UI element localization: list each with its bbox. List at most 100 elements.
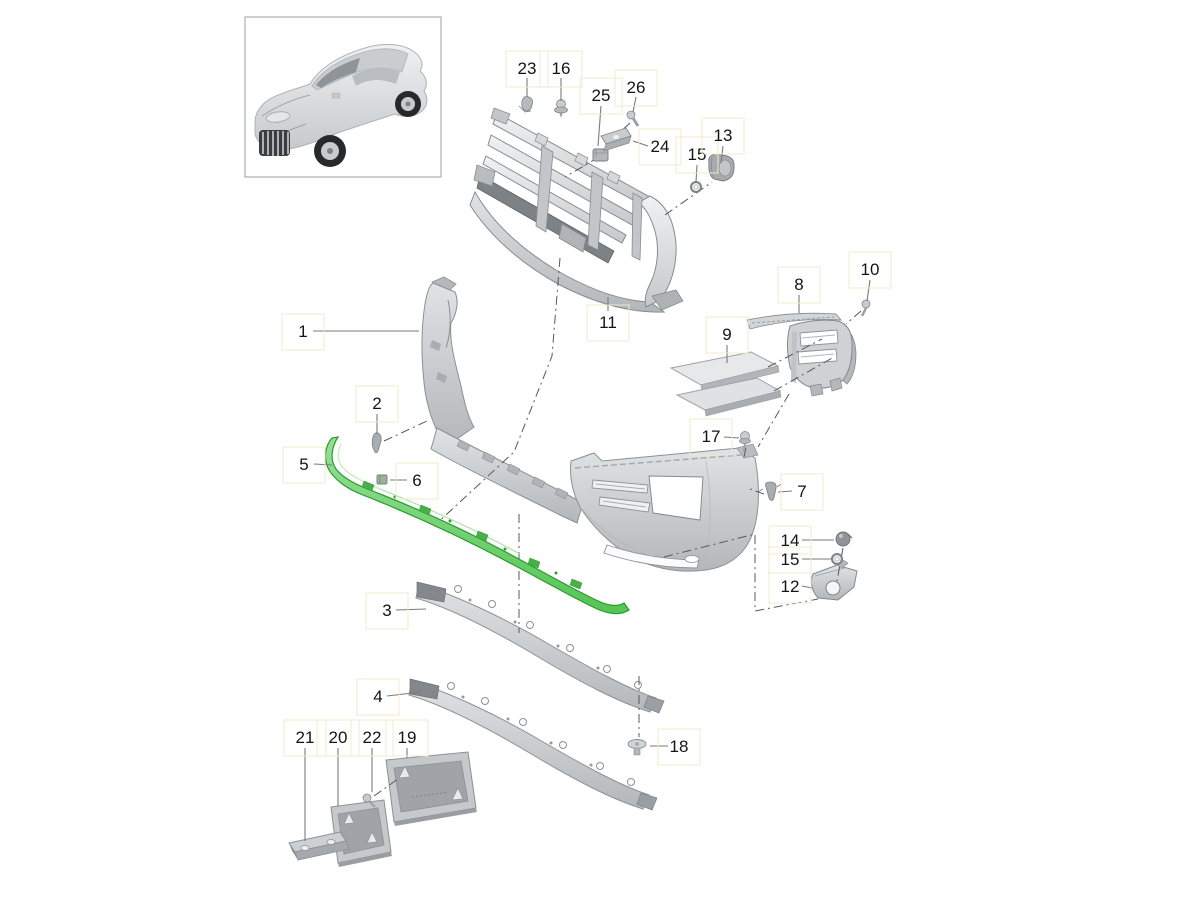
callout-number: 9 [722,325,731,344]
callout-number: 1 [298,322,307,341]
callout-2[interactable]: 2 [355,385,399,423]
callout-25[interactable]: 25 [579,77,623,115]
callout-17[interactable]: 17 [689,418,733,456]
fastener-screw-22[interactable] [362,793,376,808]
callout-number: 2 [372,394,381,413]
callout-hotspot-box [505,50,549,88]
assembly-line [664,181,713,216]
assembly-line [373,778,399,797]
callout-hotspot-box [282,446,326,484]
callout-13[interactable]: 13 [701,117,745,155]
air-blade-part-9[interactable] [669,351,782,417]
leader-line [777,490,793,493]
callout-hotspot-box [657,728,701,766]
callout-number: 19 [398,728,417,747]
license-bracket-part-19[interactable] [385,751,477,826]
callout-22[interactable]: 22 [350,719,394,757]
assembly-line [749,488,765,495]
grommet-ring-15-right[interactable] [831,553,843,565]
callout-number: 24 [651,137,670,156]
fastener-screw-26[interactable] [626,110,640,127]
callout-hotspot-box [675,136,719,174]
callout-number: 21 [296,728,315,747]
callout-21[interactable]: 21 [283,719,327,757]
callout-12[interactable]: 12 [768,572,812,604]
retaining-bracket-24[interactable] [600,127,632,152]
callout-11[interactable]: 11 [586,304,630,342]
callout-1[interactable]: 1 [281,313,325,351]
callout-number: 6 [412,471,421,490]
callout-hotspot-box [365,592,409,630]
leader-line [632,140,649,147]
spoiler-lip-part-5-highlighted[interactable] [324,436,630,615]
leader-line [866,279,871,302]
callout-4[interactable]: 4 [356,678,400,716]
fastener-screw-10[interactable] [860,299,871,317]
callout-3[interactable]: 3 [365,592,409,630]
callout-number: 20 [329,728,348,747]
assembly-line [845,310,862,325]
callout-hotspot-box [848,251,892,289]
park-sensor-13[interactable] [708,153,735,182]
callout-15-right[interactable]: 15 [768,546,812,574]
trim-strip-part-4[interactable] [408,678,658,811]
callout-number: 11 [599,313,617,332]
fastener-clip-7[interactable] [757,481,782,501]
callout-20[interactable]: 20 [316,719,360,757]
callout-9[interactable]: 9 [705,316,749,354]
callout-number: 3 [382,601,391,620]
callout-number: 8 [794,275,803,294]
fastener-clip-2[interactable] [371,432,382,454]
license-bracket-part-21[interactable] [288,831,350,861]
callout-number: 22 [363,728,382,747]
callout-hotspot-box [614,69,658,107]
callout-number: 16 [552,59,571,78]
callout-18[interactable]: 18 [657,728,701,766]
callout-23[interactable]: 23 [505,50,549,88]
callout-hotspot-box [780,473,824,511]
assembly-line [743,447,747,458]
leader-line [313,463,333,466]
assembly-line [383,420,428,442]
grommet-ring-15-top[interactable] [690,181,702,193]
fastener-clamp-25[interactable] [592,148,609,162]
rivet-18[interactable] [627,739,647,756]
fastener-clip-6[interactable] [376,474,388,485]
callout-8[interactable]: 8 [777,266,821,304]
fastener-screw-16[interactable] [554,99,568,119]
callout-24[interactable]: 24 [638,128,682,166]
callout-7[interactable]: 7 [780,473,824,511]
callout-6[interactable]: 6 [395,462,439,500]
callout-19[interactable]: 19 [385,719,429,757]
callout-hotspot-box [385,719,429,757]
callout-26[interactable]: 26 [614,69,658,107]
callout-hotspot-box [768,572,812,604]
callout-hotspot-box [579,77,623,115]
fastener-screw-17[interactable] [739,431,751,453]
callout-hotspot-box [539,50,583,88]
callout-number: 14 [781,531,800,550]
callout-number: 5 [299,455,308,474]
callout-14[interactable]: 14 [768,525,812,555]
callout-number: 13 [714,126,733,145]
callout-number: 18 [670,737,689,756]
callout-5[interactable]: 5 [282,446,326,484]
assembly-line [773,356,835,392]
sensor-14[interactable] [835,531,853,547]
callout-number: 4 [373,687,382,706]
callout-number: 7 [797,482,806,501]
callout-hotspot-box [395,462,439,500]
callout-10[interactable]: 10 [848,251,892,289]
callout-hotspot-box [316,719,360,757]
fog-trim-frame-part-8[interactable] [746,312,857,397]
grille-part[interactable] [469,107,684,313]
fastener-clip-23[interactable] [518,96,533,113]
leader-line [801,585,813,589]
callout-hotspot-box [701,117,745,155]
fog-bracket-part-12[interactable] [810,559,858,601]
callout-number: 25 [592,86,611,105]
trim-strip-part-3[interactable] [415,581,665,714]
callout-16[interactable]: 16 [539,50,583,88]
bumper-cover-part[interactable] [421,276,759,572]
